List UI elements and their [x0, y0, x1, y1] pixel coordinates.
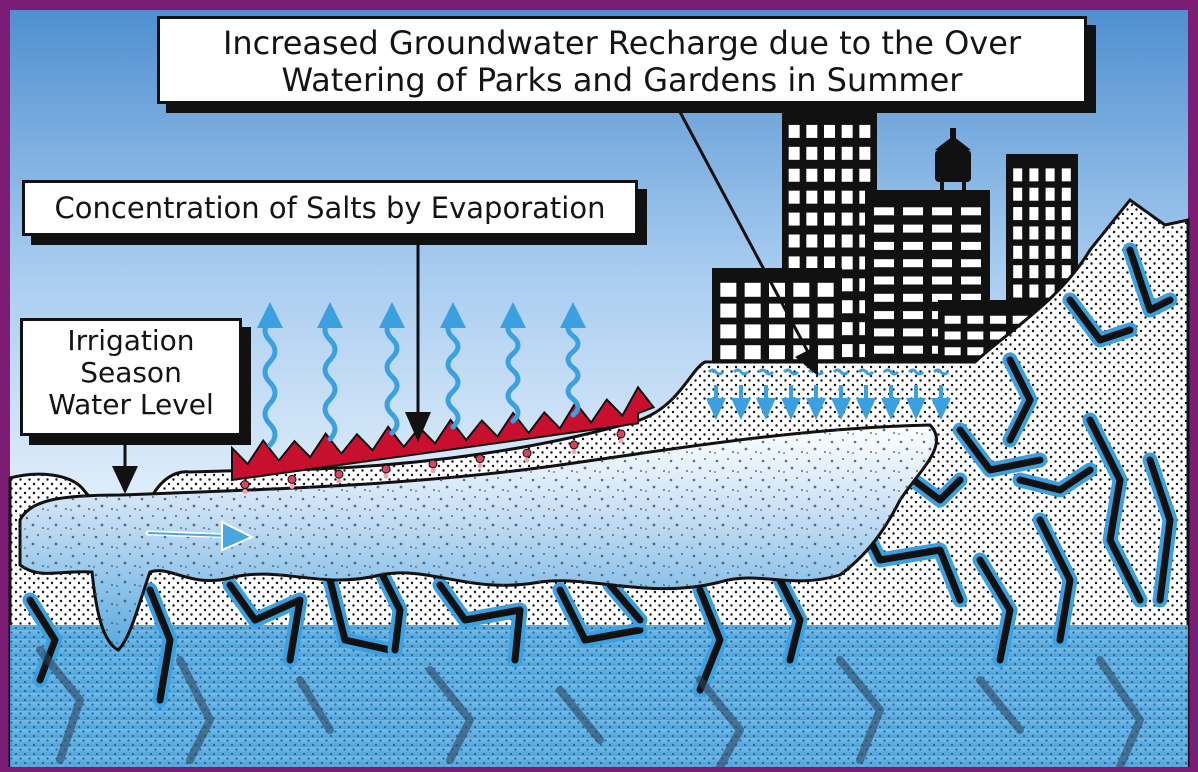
fracture: [322, 572, 398, 658]
deep-fracture: [36, 646, 84, 764]
irrigation-label-line2: Season: [80, 356, 182, 390]
recharge-arrow-icon: [906, 368, 926, 420]
salts-label-text: Concentration of Salts by Evaporation: [54, 191, 606, 225]
recharge-label-line2: Watering of Parks and Gardens in Summer: [281, 60, 963, 99]
fracture: [1002, 352, 1038, 448]
salt-drops: [240, 429, 626, 495]
fracture: [222, 577, 308, 668]
fracture: [432, 577, 528, 668]
deep-fracture: [556, 686, 604, 744]
fracture: [952, 422, 1048, 478]
evaporation-arrow-icon: [317, 302, 343, 442]
water-tower: [935, 128, 971, 192]
pointer-arrow-icon: [112, 437, 138, 494]
recharge-label-line1: Increased Groundwater Recharge due to th…: [222, 24, 1022, 62]
fracture: [1142, 452, 1178, 608]
deep-fracture: [1096, 656, 1144, 771]
deep-fracture: [976, 676, 1024, 734]
low-building-left: [712, 268, 842, 368]
evaporation-arrow-icon: [379, 302, 405, 436]
fracture: [1012, 462, 1098, 498]
fracture: [1062, 292, 1138, 348]
deep-fracture: [296, 676, 334, 734]
fracture: [1082, 412, 1148, 608]
evaporation-arrows: [257, 302, 586, 448]
irrigation-label-box: Irrigation Season Water Level: [20, 318, 242, 436]
fracture: [1032, 512, 1078, 648]
evaporation-arrow-icon: [560, 302, 586, 418]
evaporation-arrow-icon: [500, 302, 526, 424]
pointer-arrow-icon: [678, 111, 818, 376]
recharge-arrow-icon: [756, 368, 776, 420]
fracture: [22, 592, 63, 688]
pointer-arrow-icon: [405, 240, 431, 442]
recharge-arrow-icon: [881, 368, 901, 420]
recharge-arrow-icon: [931, 368, 951, 420]
recharge-arrow-icon: [706, 368, 726, 420]
fracture: [372, 562, 408, 658]
flow-arrow-icon: [145, 520, 255, 552]
fracture: [602, 577, 648, 628]
recharge-arrow-icon: [731, 368, 751, 420]
recharge-arrow-icon: [856, 368, 876, 420]
deep-fracture: [426, 666, 474, 764]
fracture: [772, 572, 808, 668]
deep-fracture: [696, 676, 744, 771]
fracture: [972, 552, 1018, 668]
perched-water-speckle: [20, 425, 937, 650]
recharge-arrows: [706, 368, 951, 420]
salt-crust: [231, 385, 656, 482]
evaporation-arrow-icon: [440, 302, 466, 430]
fracture: [552, 582, 648, 648]
deep-fracture: [176, 656, 214, 764]
fracture: [692, 582, 728, 698]
deep-fracture: [836, 656, 884, 764]
recharge-arrow-icon: [781, 368, 801, 420]
evaporation-arrow-icon: [257, 302, 283, 448]
recharge-arrow-icon: [831, 368, 851, 420]
deep-groundwater: [10, 625, 1188, 767]
irrigation-label-line1: Irrigation: [67, 324, 195, 357]
recharge-label-box: Increased Groundwater Recharge due to th…: [157, 16, 1087, 104]
fracture: [1122, 242, 1178, 318]
irrigation-label-line3: Water Level: [48, 388, 214, 422]
fracture: [142, 582, 178, 708]
salts-label-box: Concentration of Salts by Evaporation: [22, 180, 638, 236]
